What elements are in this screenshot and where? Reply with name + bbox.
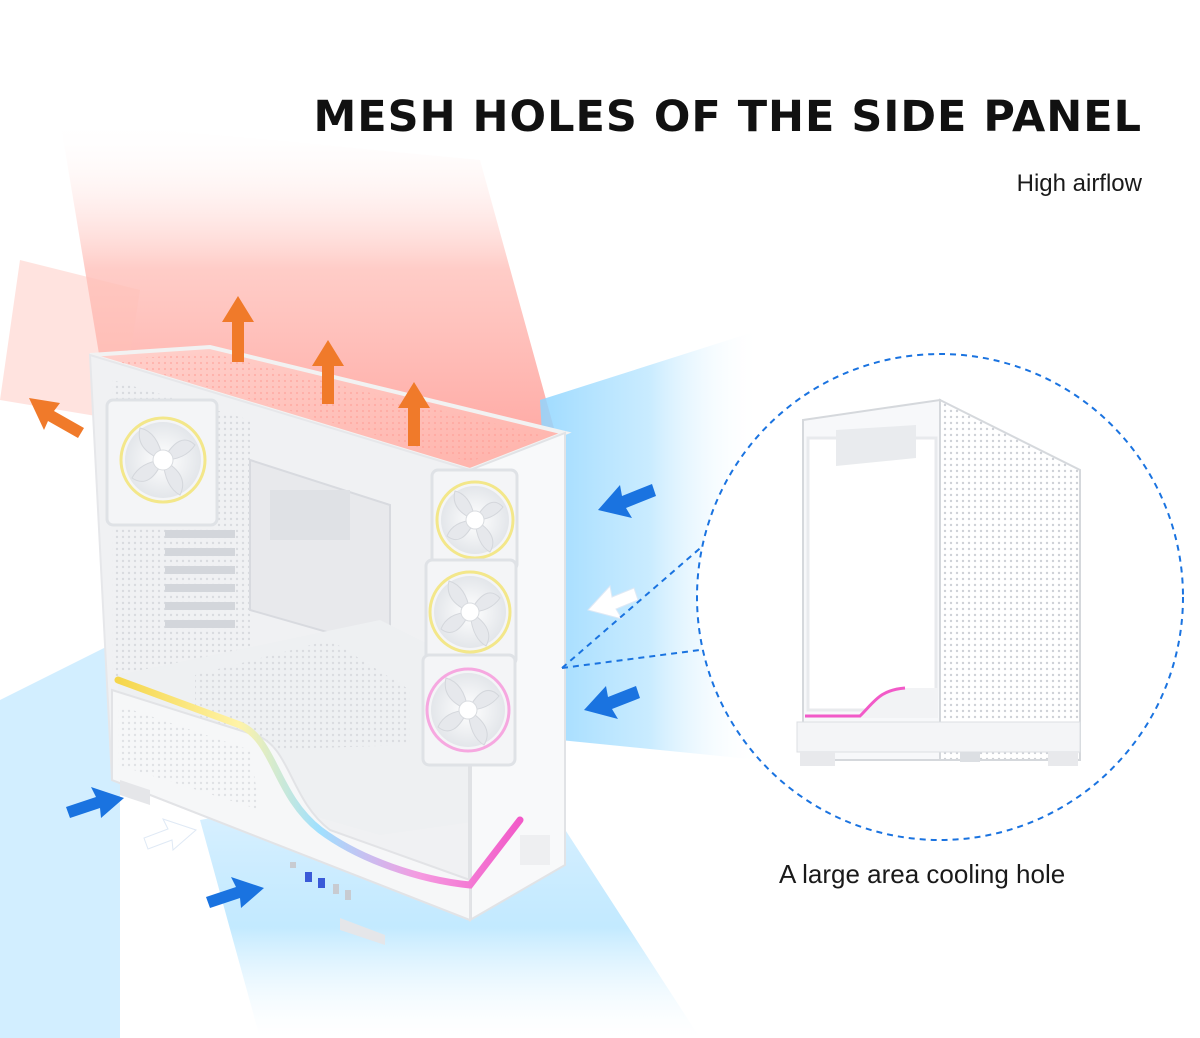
- front-fan-top: [430, 468, 519, 572]
- intake-arrow-bottom-3: [206, 877, 264, 908]
- rear-fan: [105, 398, 219, 527]
- exhaust-arrow-top-2: [312, 340, 344, 404]
- intake-arrow-side-1: [598, 484, 656, 518]
- callout-connector: [561, 471, 789, 669]
- exhaust-arrow-rear: [29, 398, 84, 438]
- exhaust-arrow-top-3: [398, 382, 430, 446]
- front-fan-middle: [424, 558, 518, 667]
- intake-arrow-bottom-1: [66, 787, 124, 818]
- page-title: MESH HOLES OF THE SIDE PANEL: [313, 92, 1142, 142]
- page-subtitle: High airflow: [1016, 170, 1142, 197]
- cool-airflow-arrows: [66, 484, 656, 908]
- intake-arrow-bottom-2: [143, 818, 197, 852]
- pc-case: [88, 344, 572, 945]
- callout-caption: A large area cooling hole: [779, 859, 1066, 889]
- exhaust-arrow-top-1: [222, 296, 254, 362]
- hot-airflow-arrows: [29, 296, 430, 446]
- callout-magnifier: [696, 353, 1184, 841]
- front-fan-bottom: [421, 653, 517, 767]
- intake-arrow-side-3: [584, 686, 640, 719]
